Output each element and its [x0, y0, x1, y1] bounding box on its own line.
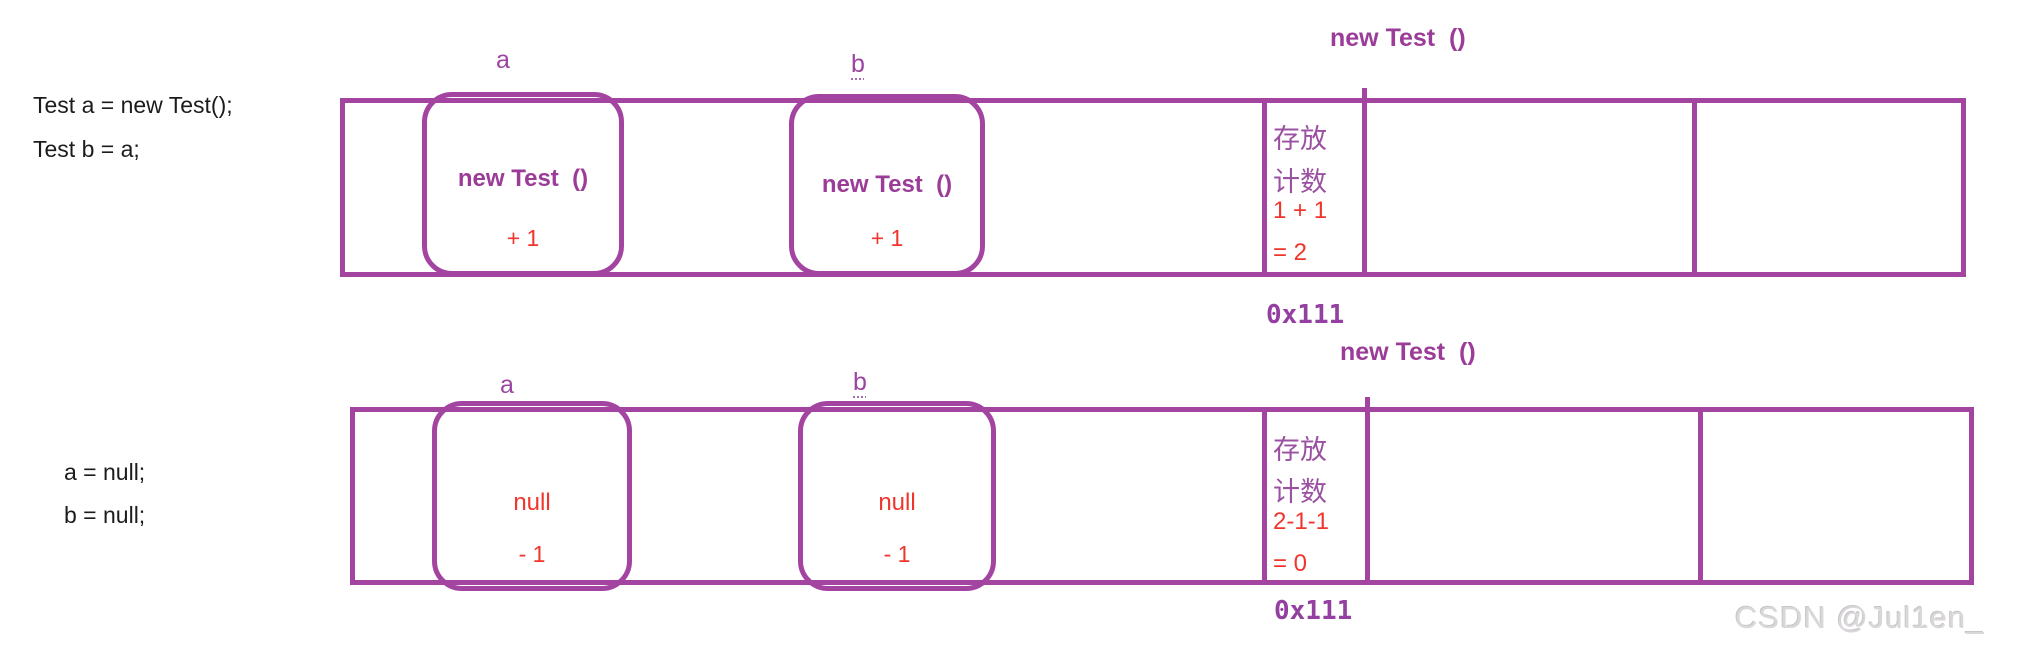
cell-divider [1262, 103, 1267, 272]
counter-calculation: 2-1-1 [1273, 508, 1330, 535]
memory-row: new Test () + 1 new Test () + 1 存放 计数 1 … [340, 88, 1966, 277]
heap-address: 0x111 [1274, 596, 1353, 626]
reference-value: null [513, 489, 551, 516]
code-line: b = null; [64, 502, 146, 528]
code-line: Test b = a; [33, 136, 140, 162]
count-change: - 1 [883, 541, 911, 567]
counter-result: = 2 [1273, 239, 1308, 266]
reference-value: new Test () [821, 171, 953, 198]
reference-box-a: new Test () + 1 [422, 92, 624, 276]
count-change: + 1 [870, 225, 904, 251]
code-line: a = null; [64, 459, 146, 485]
counter-cell: 存放 计数 2-1-1 = 0 [1267, 412, 1365, 580]
cell-divider [1262, 412, 1267, 580]
count-change: - 1 [518, 541, 546, 567]
cell-divider [1692, 103, 1697, 272]
var-label-b: b [853, 368, 867, 396]
var-label-a: a [496, 46, 510, 74]
heap-address: 0x111 [1266, 300, 1345, 330]
cell-divider [1698, 412, 1703, 580]
reference-box-b: new Test () + 1 [789, 94, 985, 276]
reference-box-b: null - 1 [798, 401, 996, 591]
count-change: + 1 [506, 225, 540, 251]
counter-title: 计数 [1273, 477, 1327, 507]
cell-divider [1362, 88, 1367, 272]
counter-title: 计数 [1273, 167, 1327, 197]
counter-title: 存放 [1273, 435, 1327, 465]
cell-divider [1365, 397, 1370, 580]
counter-result: = 0 [1273, 550, 1308, 577]
memory-row: null - 1 null - 1 存放 计数 2-1-1 = 0 [350, 397, 1974, 591]
heap-object-label: new Test () [1330, 24, 1466, 52]
counter-title: 存放 [1273, 124, 1327, 154]
var-label-b: b [851, 50, 865, 78]
reference-value: new Test () [457, 165, 589, 192]
counter-cell: 存放 计数 1 + 1 = 2 [1267, 103, 1362, 272]
reference-box-a: null - 1 [432, 401, 632, 591]
counter-calculation: 1 + 1 [1273, 197, 1328, 224]
reference-value: null [878, 489, 916, 516]
var-label-a: a [500, 371, 514, 399]
code-line: Test a = new Test(); [33, 92, 233, 118]
csdn-watermark: CSDN @Jul1en_ [1735, 600, 1985, 635]
heap-object-label: new Test () [1340, 338, 1476, 366]
